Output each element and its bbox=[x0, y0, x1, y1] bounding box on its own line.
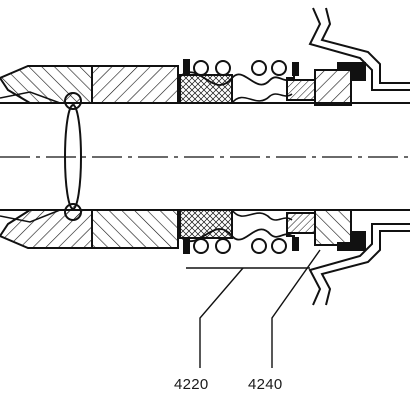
callout-label-4220: 4220 bbox=[174, 376, 209, 393]
lower-half bbox=[0, 209, 410, 306]
leader-lines bbox=[186, 249, 321, 368]
callout-label-4240: 4240 bbox=[248, 376, 283, 393]
upper-half bbox=[0, 7, 410, 106]
